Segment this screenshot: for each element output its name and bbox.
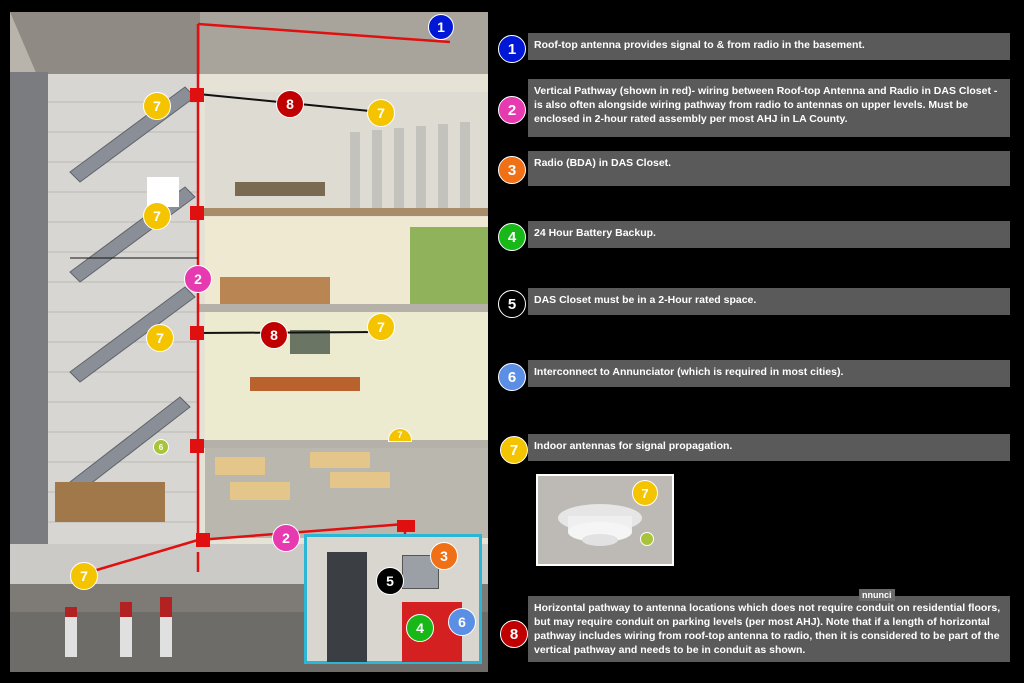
legend-badge-5: 5 <box>498 290 526 318</box>
marker-2-basement: 2 <box>272 524 300 552</box>
marker-7-top-floor: 7 <box>367 99 395 127</box>
legend-badge-1: 1 <box>498 35 526 63</box>
legend-text-6: Interconnect to Annunciator (which is re… <box>528 360 1010 387</box>
antenna-marker-small <box>640 532 654 546</box>
marker-2-vertical: 2 <box>184 265 212 293</box>
ceiling-antenna-photo: 7 <box>536 474 674 566</box>
marker-7-parking: 7 <box>70 562 98 590</box>
legend-badge-4: 4 <box>498 223 526 251</box>
marker-7-conference: 7 <box>367 313 395 341</box>
legend-text-1: Roof-top antenna provides signal to & fr… <box>528 33 1010 60</box>
legend-badge-6: 6 <box>498 363 526 391</box>
marker-8-mid: 8 <box>260 321 288 349</box>
legend-text-8: Horizontal pathway to antenna locations … <box>528 596 1010 662</box>
marker-6-small: 6 <box>153 439 169 455</box>
marker-4: 4 <box>406 614 434 642</box>
marker-7-stair-top: 7 <box>143 92 171 120</box>
equipment-rack <box>327 552 367 662</box>
marker-6: 6 <box>448 608 476 636</box>
legend-badge-8: 8 <box>500 620 528 648</box>
marker-3: 3 <box>430 542 458 570</box>
legend-badge-2: 2 <box>498 96 526 124</box>
legend-text-4: 24 Hour Battery Backup. <box>528 221 1010 248</box>
antenna-marker-7: 7 <box>632 480 658 506</box>
marker-8-top: 8 <box>276 90 304 118</box>
radio-unit <box>402 555 439 589</box>
marker-5: 5 <box>376 567 404 595</box>
legend-text-7: Indoor antennas for signal propagation. <box>528 434 1010 461</box>
antenna-drawing <box>538 476 672 564</box>
legend-badge-3: 3 <box>498 156 526 184</box>
legend-text-3: Radio (BDA) in DAS Closet. <box>528 151 1010 186</box>
legend-text-5: DAS Closet must be in a 2-Hour rated spa… <box>528 288 1010 315</box>
legend-badge-7: 7 <box>500 436 528 464</box>
marker-1: 1 <box>428 14 454 40</box>
annunciator-overlay-label: nnunci <box>859 589 895 601</box>
building-cutaway-illustration: 1 7 8 7 7 2 7 8 7 6 7 2 3 7 5 6 4 <box>10 12 488 672</box>
marker-7-stair-3: 7 <box>146 324 174 352</box>
legend-text-2: Vertical Pathway (shown in red)- wiring … <box>528 79 1010 137</box>
marker-7-stair-2: 7 <box>143 202 171 230</box>
